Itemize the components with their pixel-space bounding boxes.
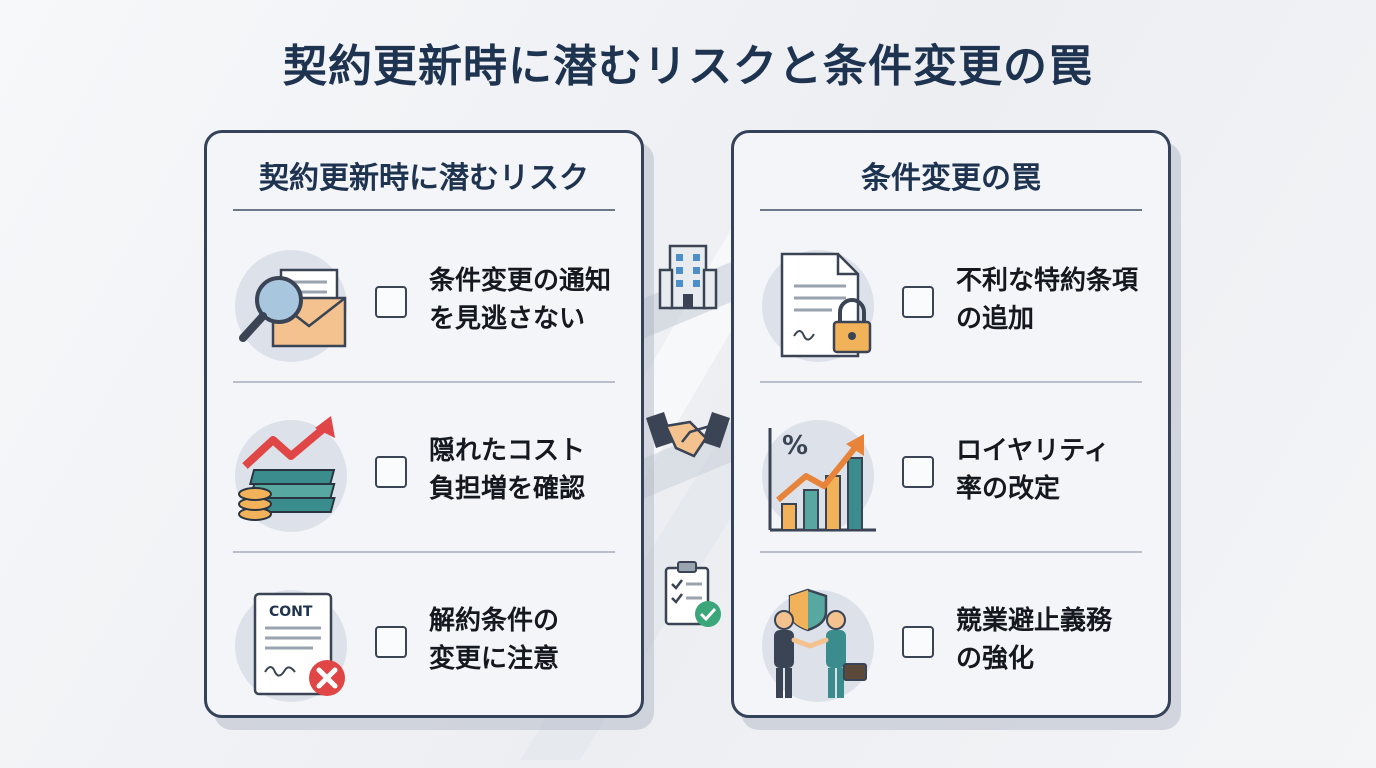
page-title: 契約更新時に潜むリスクと条件変更の罠 [283, 41, 1093, 92]
contract-heading-text: CONT [269, 604, 313, 620]
row-divider [233, 381, 615, 383]
envelope-magnifier-icon [233, 244, 357, 368]
heading-divider [233, 209, 615, 211]
trap-panel: 条件変更の罠 不利な特約条項 の追加 [731, 130, 1171, 718]
checkbox[interactable] [375, 286, 407, 318]
risk-panel: 契約更新時に潜むリスク 条件変更の通知 を見逃さない [204, 130, 644, 718]
percent-symbol-text: % [782, 431, 808, 461]
risk-item-label: 条件変更の通知 を見逃さない [429, 266, 612, 334]
checkbox[interactable] [902, 626, 934, 658]
risk-item-termination: CONT 解約条件の 変更に注意 [207, 568, 641, 718]
row-divider [760, 381, 1142, 383]
trap-item-non-compete: 競業避止義務 の強化 [734, 568, 1168, 718]
percent-growth-chart-icon: % [760, 414, 884, 538]
trap-item-special-clause: 不利な特約条項 の追加 [734, 228, 1168, 378]
trap-item-label: 競業避止義務 の強化 [956, 606, 1113, 674]
checkbox[interactable] [375, 626, 407, 658]
checkbox[interactable] [902, 456, 934, 488]
risk-panel-heading: 契約更新時に潜むリスク [259, 161, 589, 196]
money-rising-arrow-icon [233, 414, 357, 538]
risk-item-label: 隠れたコスト 負担増を確認 [429, 436, 586, 504]
row-divider [233, 551, 615, 553]
risk-item-label: 解約条件の 変更に注意 [429, 606, 560, 674]
office-building-icon [656, 240, 720, 314]
handshake-icon [646, 408, 730, 472]
trap-item-royalty: % ロイヤリティ 率の改定 [734, 398, 1168, 548]
trap-item-label: 不利な特約条項 の追加 [956, 266, 1139, 334]
risk-item-notification: 条件変更の通知 を見逃さない [207, 228, 641, 378]
checkbox[interactable] [375, 456, 407, 488]
trap-panel-heading: 条件変更の罠 [861, 161, 1041, 196]
row-divider [760, 551, 1142, 553]
contract-rejected-icon: CONT [233, 584, 357, 708]
risk-item-hidden-cost: 隠れたコスト 負担増を確認 [207, 398, 641, 548]
locked-document-icon [760, 244, 884, 368]
checkbox[interactable] [902, 286, 934, 318]
handshake-shield-people-icon [760, 584, 884, 708]
heading-divider [760, 209, 1142, 211]
checklist-icon [660, 560, 724, 634]
trap-item-label: ロイヤリティ 率の改定 [956, 436, 1110, 504]
